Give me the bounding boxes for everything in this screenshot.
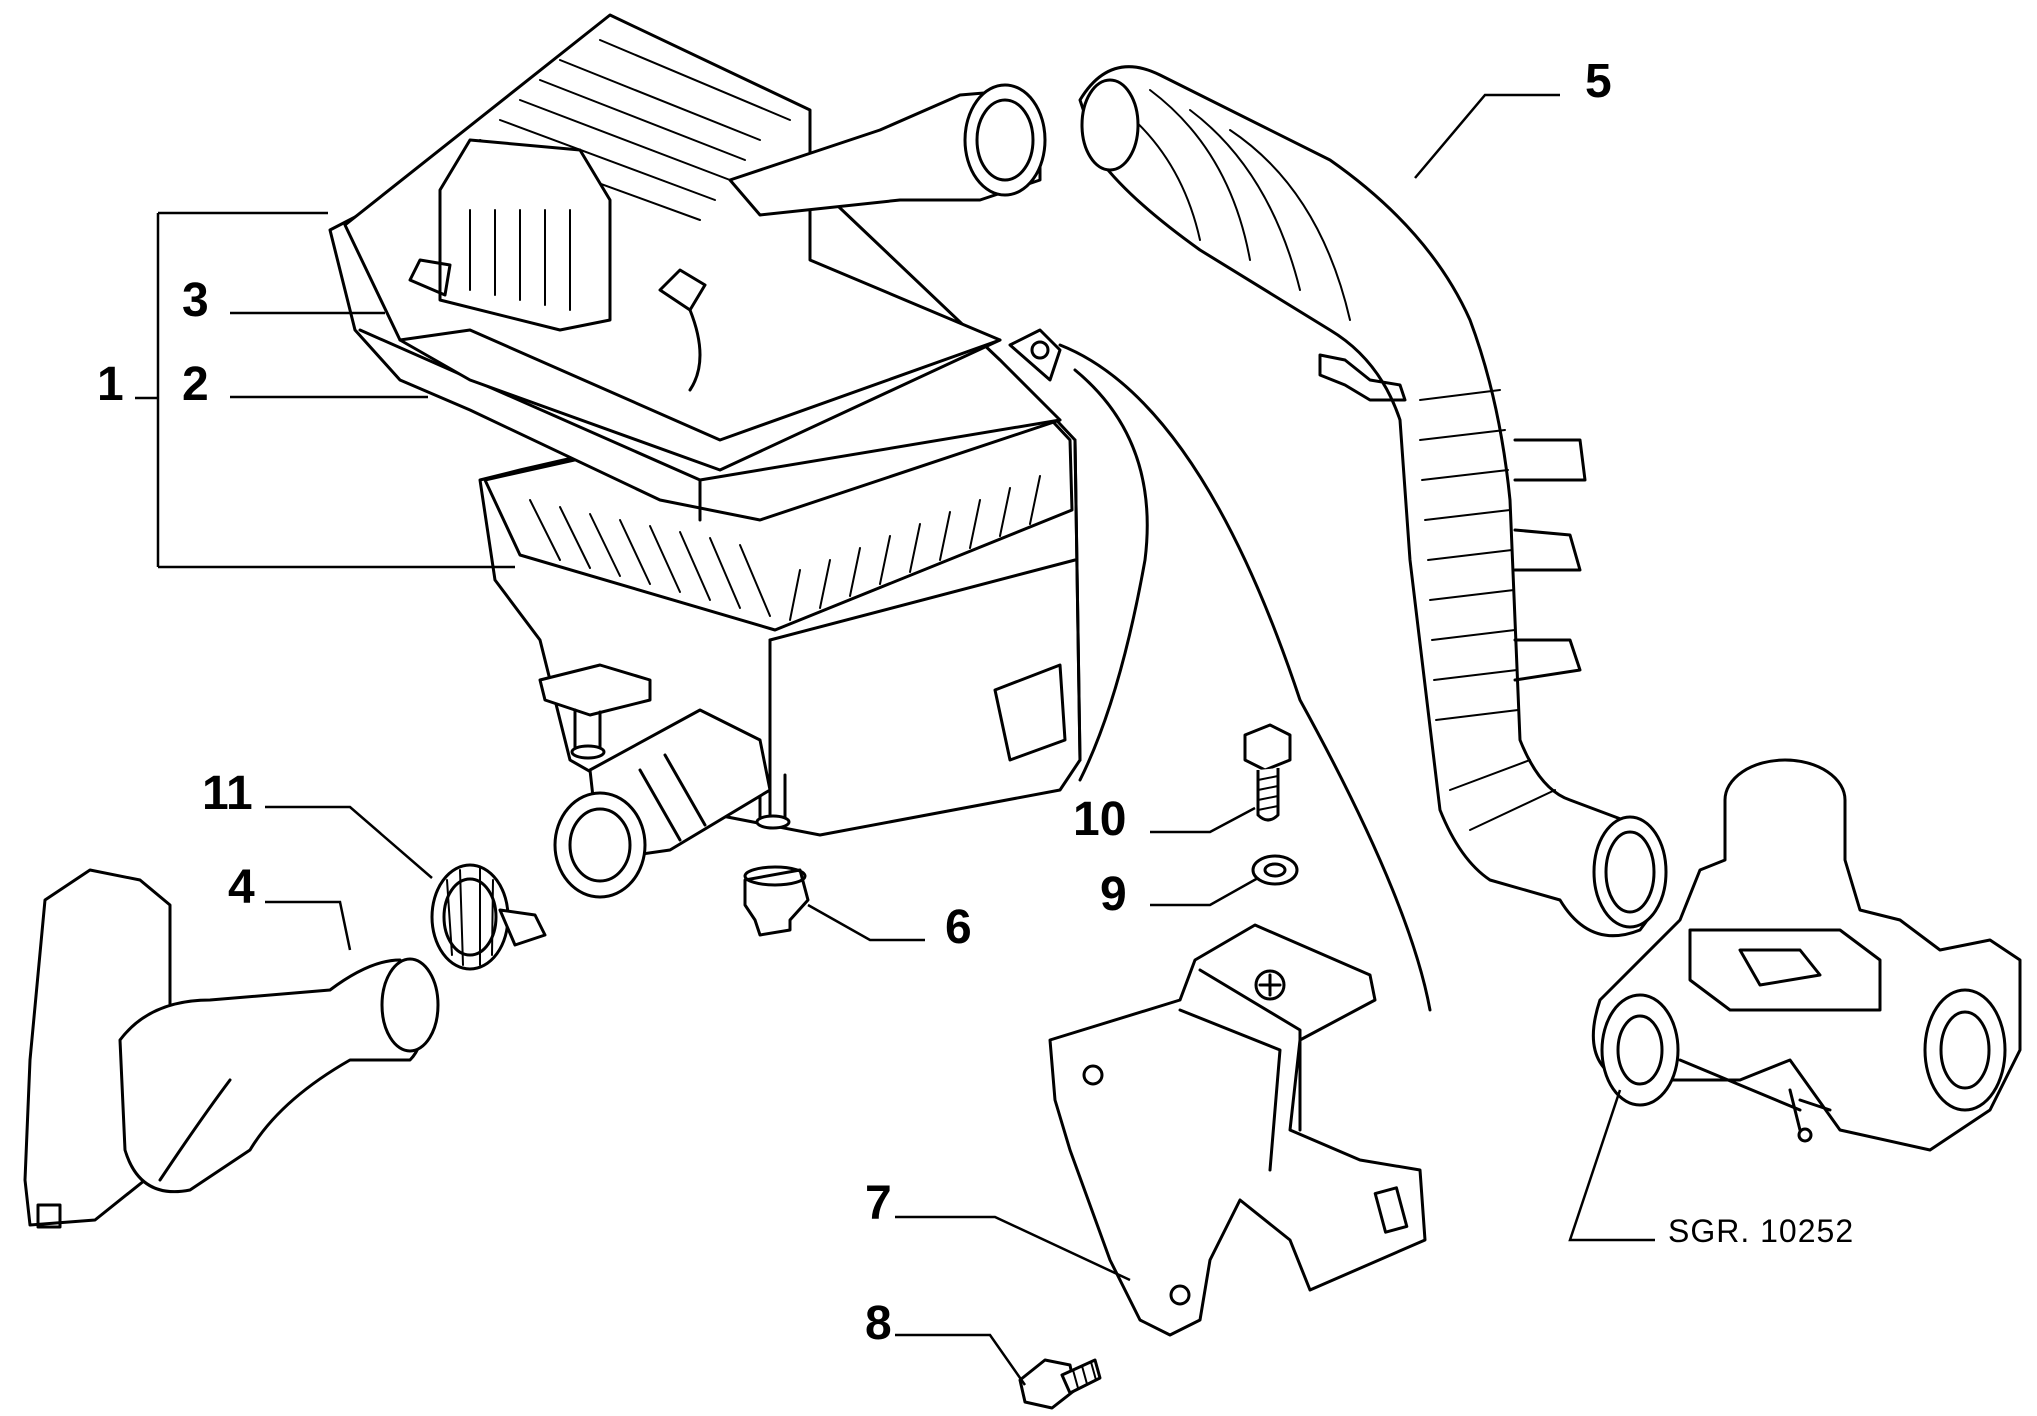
callout-11: 11 (202, 767, 253, 820)
callout-8: 8 (865, 1297, 892, 1350)
grommet (743, 865, 810, 937)
callout-4: 4 (228, 861, 255, 914)
callout-1: 1 (97, 358, 124, 411)
callout-9: 9 (1100, 868, 1127, 921)
callout-2: 2 (182, 358, 209, 411)
intake-hose (1078, 65, 1668, 938)
callout-5: 5 (1585, 55, 1612, 108)
washer (1251, 854, 1299, 886)
duct-with-bracket (23, 868, 440, 1229)
drawing-reference: SGR. 10252 (1668, 1213, 1855, 1249)
hose-clamp (430, 863, 547, 971)
support-bracket (1048, 923, 1427, 1337)
callout-10: 10 (1073, 793, 1127, 846)
turbocharger (1591, 758, 2022, 1152)
callout-6: 6 (945, 901, 972, 954)
vent-line (1058, 343, 1432, 1012)
callout-3: 3 (182, 274, 209, 327)
air-filter-housing (328, 13, 1082, 899)
leader-lines (135, 93, 1655, 1386)
bolt (1243, 723, 1292, 822)
callout-7: 7 (865, 1177, 892, 1230)
screw (1018, 1358, 1102, 1410)
